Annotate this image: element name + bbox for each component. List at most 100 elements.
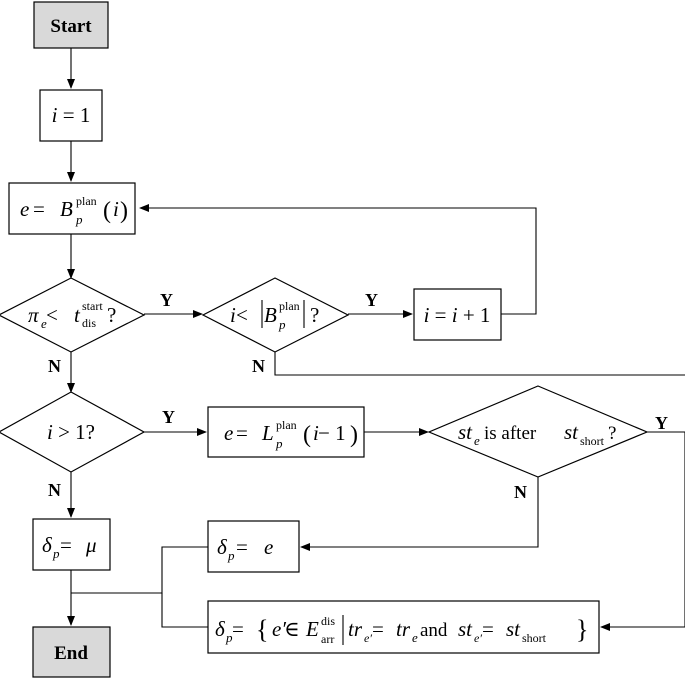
connectors — [67, 48, 685, 631]
svg-text:=: = — [236, 421, 248, 445]
cond-pi-label: π e < t start dis ? — [28, 299, 116, 331]
arrow-cond-i-lt-no — [274, 352, 685, 376]
assign-e-label: e = B plan p ( i ) — [20, 194, 128, 227]
svg-text:t: t — [74, 303, 81, 327]
label-no-4: N — [514, 482, 527, 502]
svg-text:?: ? — [608, 423, 616, 444]
svg-text:e′: e′ — [474, 631, 482, 645]
svg-text:e: e — [20, 197, 29, 221]
svg-text:=: = — [372, 617, 384, 641]
delta-set-box — [207, 600, 600, 654]
svg-text:st: st — [506, 617, 521, 641]
svg-text:L: L — [261, 421, 274, 445]
svg-text:p: p — [278, 317, 286, 332]
svg-text:short: short — [522, 631, 547, 645]
assign-e-box — [8, 182, 136, 235]
svg-text:{: { — [256, 615, 268, 644]
start-terminal — [33, 1, 109, 49]
svg-text:): ) — [120, 198, 128, 224]
svg-text:st: st — [458, 420, 473, 444]
svg-text:st: st — [564, 420, 579, 444]
label-yes-2: Y — [365, 290, 378, 310]
svg-text:δ: δ — [215, 617, 226, 641]
label-yes-4: Y — [655, 413, 668, 433]
svg-text:=: = — [33, 197, 45, 221]
svg-text:(: ( — [303, 422, 311, 448]
svg-text:i: i — [113, 197, 119, 221]
svg-text:∈: ∈ — [284, 617, 300, 641]
svg-text:<: < — [236, 303, 248, 327]
svg-text:E: E — [305, 617, 319, 641]
init-box — [39, 89, 103, 142]
svg-text:?: ? — [107, 303, 116, 327]
delta-e-box — [207, 520, 300, 573]
start-label: Start — [50, 16, 92, 37]
svg-text:}: } — [576, 615, 588, 644]
cond-i-lt-diamond — [201, 277, 350, 353]
label-no-3: N — [48, 480, 61, 500]
label-no-2: N — [252, 356, 265, 376]
svg-text:=: = — [232, 617, 244, 641]
svg-text:is after: is after — [484, 423, 537, 444]
svg-text:): ) — [350, 422, 358, 448]
svg-text:δ: δ — [42, 533, 53, 557]
svg-text:tr: tr — [396, 617, 411, 641]
cond-st-label: st e is after st short ? — [458, 420, 616, 448]
svg-text:=: = — [60, 533, 72, 557]
svg-text:p: p — [75, 212, 83, 227]
svg-text:<: < — [46, 303, 58, 327]
svg-text:e: e — [474, 433, 480, 448]
cond-i-gt-label: i > 1? — [47, 420, 95, 444]
svg-text:plan: plan — [276, 418, 297, 432]
svg-text:=: = — [236, 535, 248, 559]
cond-pi-diamond — [0, 277, 146, 353]
label-no-1: N — [48, 356, 61, 376]
svg-text:plan: plan — [279, 299, 300, 313]
svg-text:short: short — [580, 434, 605, 448]
end-terminal — [32, 626, 111, 678]
svg-text:i: i — [230, 303, 236, 327]
end-label: End — [54, 643, 88, 664]
svg-text:e: e — [412, 630, 418, 645]
svg-text:and: and — [420, 620, 448, 641]
svg-text:arr: arr — [321, 632, 334, 646]
cond-i-lt-label: i < B plan p ? — [230, 299, 319, 332]
svg-text:tr: tr — [348, 617, 363, 641]
merge-delta-set — [161, 593, 208, 628]
svg-text:?: ? — [310, 303, 319, 327]
svg-text:i: i — [313, 421, 319, 445]
init-label: i = 1 — [52, 103, 91, 127]
svg-text:start: start — [82, 299, 103, 313]
assign-L-label: e = L plan p ( i − 1 ) — [224, 418, 358, 451]
svg-text:δ: δ — [217, 535, 228, 559]
svg-text:e′: e′ — [364, 631, 372, 645]
cond-st-diamond — [427, 385, 649, 478]
svg-text:dis: dis — [82, 316, 96, 330]
cond-i-gt-diamond — [0, 391, 146, 473]
assign-L-box — [207, 406, 365, 458]
svg-text:π: π — [28, 303, 39, 327]
svg-text:e: e — [224, 421, 233, 445]
delta-set-label: δ p = { e′ ∈ E dis arr tr e′ = tr e and … — [215, 614, 588, 646]
svg-text:st: st — [458, 617, 473, 641]
svg-text:p: p — [225, 630, 233, 645]
svg-text:e: e — [264, 535, 273, 559]
delta-mu-box — [32, 518, 111, 571]
svg-text:e: e — [41, 316, 47, 331]
svg-text:(: ( — [103, 198, 111, 224]
arrow-cond-st-yes — [600, 431, 685, 631]
svg-text:p: p — [52, 546, 60, 561]
svg-text:e′: e′ — [272, 617, 286, 641]
svg-text:p: p — [275, 436, 283, 451]
label-yes-3: Y — [162, 407, 175, 427]
increment-box — [413, 288, 502, 341]
label-yes-1: Y — [160, 290, 173, 310]
delta-e-label: δ p = e — [217, 535, 273, 563]
increment-label: i = i + 1 — [424, 303, 491, 327]
arrow-cond-st-no — [300, 477, 539, 551]
svg-text:μ: μ — [85, 533, 97, 557]
svg-text:=: = — [482, 617, 494, 641]
arrow-loop-back — [139, 204, 537, 315]
